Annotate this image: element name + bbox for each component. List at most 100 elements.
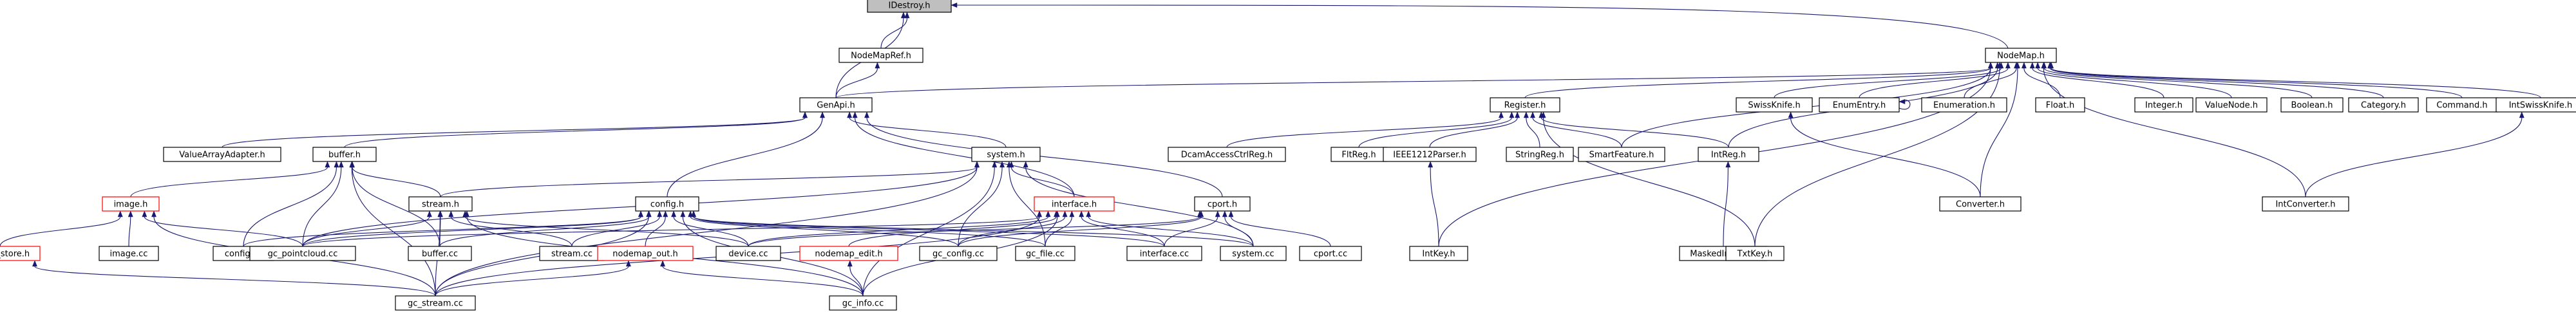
edge-arrowhead <box>2029 62 2035 69</box>
edge-line <box>956 5 2009 49</box>
edge-arrowhead <box>847 260 853 267</box>
edge-line <box>464 216 749 247</box>
node-label: ValueNode.h <box>2205 101 2258 111</box>
edge-arrowhead <box>1037 210 1042 217</box>
node-box <box>1578 147 1665 162</box>
edge-line <box>144 216 303 247</box>
edge-arrowhead <box>1530 111 1535 118</box>
file-node-intkey[interactable]: IntKey.h <box>1409 246 1468 261</box>
file-node-genapi[interactable]: GenApi.h <box>799 97 873 113</box>
dependency-edge <box>128 210 133 247</box>
file-node-interface-h[interactable]: interface.h <box>1034 196 1115 212</box>
dependency-edge <box>1723 161 1731 247</box>
file-node-gc-config[interactable]: gc_config.cc <box>919 246 998 261</box>
dependency-edge <box>1164 210 1220 247</box>
dependency-edge <box>671 210 749 247</box>
edge-arrowhead <box>864 111 869 118</box>
file-node-nodemap-edit[interactable]: nodemap_edit.h <box>799 246 898 261</box>
node-box <box>1383 147 1477 162</box>
file-node-dcamaccessctrlreg[interactable]: DcamAccessCtrlReg.h <box>1168 147 1286 162</box>
node-label: Converter.h <box>1956 200 2005 210</box>
edge-arrowhead <box>688 210 694 217</box>
file-node-cport-h[interactable]: cport.h <box>1194 196 1251 212</box>
node-box <box>0 246 41 261</box>
dependency-edge <box>448 210 573 247</box>
node-label: Register.h <box>1504 101 1546 111</box>
edge-arrowhead <box>1228 210 1234 217</box>
node-box <box>829 295 897 311</box>
node-label: Integer.h <box>2145 101 2183 111</box>
node-label: Category.h <box>2361 101 2406 111</box>
node-box <box>2280 97 2344 113</box>
file-node-valuenode-h[interactable]: ValueNode.h <box>2195 97 2268 113</box>
edge-arrowhead <box>1198 210 1204 217</box>
file-node-buffer-cc[interactable]: buffer.cc <box>408 246 472 261</box>
node-label: Float.h <box>2046 101 2074 111</box>
file-node-enumentry-h[interactable]: EnumEntry.h <box>1819 97 1900 113</box>
file-node-stream-cc[interactable]: stream.cc <box>539 246 605 261</box>
file-node-stringreg[interactable]: StringReg.h <box>1506 147 1574 162</box>
edge-line <box>849 117 1007 148</box>
file-node-cport-cc[interactable]: cport.cc <box>1299 246 1362 261</box>
file-node-enumeration-h[interactable]: Enumeration.h <box>1921 97 2007 113</box>
file-node-image-cc[interactable]: image.cc <box>99 246 159 261</box>
dependency-edge <box>130 161 330 197</box>
dependency-edge <box>2041 62 2306 197</box>
edge-arrowhead <box>2014 62 2020 69</box>
edge-line <box>1524 68 1991 98</box>
file-node-system-cc[interactable]: system.cc <box>1220 246 1287 261</box>
node-box <box>635 196 699 212</box>
file-node-smartfeature[interactable]: SmartFeature.h <box>1578 147 1665 162</box>
dependency-edge <box>435 260 631 297</box>
file-node-txtkey[interactable]: TxtKey.h <box>1725 246 1785 261</box>
node-box <box>1490 97 1560 113</box>
file-node-nodemapref[interactable]: NodeMapRef.h <box>838 48 923 63</box>
edge-line <box>302 216 1040 247</box>
file-node-image-h[interactable]: image.h <box>102 196 160 212</box>
edge-line <box>2043 68 2313 98</box>
file-node-intreg[interactable]: IntReg.h <box>1698 147 1759 162</box>
edge-line <box>302 216 641 247</box>
file-node-nodemap-out[interactable]: nodemap_out.h <box>597 246 694 261</box>
node-label: device.cc <box>728 250 768 259</box>
file-node-integer-h[interactable]: Integer.h <box>2134 97 2193 113</box>
edge-arrowhead <box>638 210 643 217</box>
file-node-system-h[interactable]: system.h <box>971 147 1041 162</box>
dependency-edge <box>951 3 2009 49</box>
edge-arrowhead <box>904 12 910 19</box>
file-node-intconverter[interactable]: IntConverter.h <box>2262 196 2349 212</box>
dependency-edge <box>880 12 910 49</box>
file-node-converter[interactable]: Converter.h <box>1939 196 2022 212</box>
file-node-gc-info[interactable]: gc_info.cc <box>829 295 897 311</box>
file-node-intswissknife-h[interactable]: IntSwissKnife.h <box>2496 97 2576 113</box>
file-node-config-h[interactable]: config.h <box>635 196 699 212</box>
edge-line <box>1790 117 1981 197</box>
file-node-device-cc[interactable]: device.cc <box>715 246 781 261</box>
node-box <box>1409 246 1468 261</box>
file-node-interface-cc[interactable]: interface.cc <box>1126 246 1202 261</box>
edge-line <box>958 167 1003 247</box>
file-node-category-h[interactable]: Category.h <box>2348 97 2419 113</box>
file-node-gc-pointcloud[interactable]: gc_pointcloud.cc <box>249 246 356 261</box>
file-node-stream-h[interactable]: stream.h <box>408 196 473 212</box>
file-node-swissknife-h[interactable]: SwissKnife.h <box>1736 97 1813 113</box>
file-node-valuearrayadapter[interactable]: ValueArrayAdapter.h <box>163 147 281 162</box>
file-node-boolean-h[interactable]: Boolean.h <box>2280 97 2344 113</box>
edge-arrowhead <box>1988 62 1993 69</box>
node-label: buffer.cc <box>422 250 458 259</box>
dependency-edge <box>1226 111 1504 148</box>
file-node-idestroy[interactable]: IDestroy.h <box>867 0 952 13</box>
file-node-gc-stream[interactable]: gc_stream.cc <box>395 295 476 311</box>
edge-arrowhead <box>951 3 958 8</box>
file-node-fltreg[interactable]: FltReg.h <box>1331 147 1387 162</box>
file-node-buffer-h[interactable]: buffer.h <box>312 147 377 162</box>
file-node-ieee1212parser[interactable]: IEEE1212Parser.h <box>1383 147 1477 162</box>
file-node-command-h[interactable]: Command.h <box>2426 97 2498 113</box>
file-node-register-h[interactable]: Register.h <box>1490 97 1560 113</box>
node-box <box>1034 196 1115 212</box>
node-box <box>408 246 472 261</box>
file-node-gc-file[interactable]: gc_file.cc <box>1015 246 1075 261</box>
file-node-float-h[interactable]: Float.h <box>2035 97 2085 113</box>
file-node-image-store[interactable]: image_store.h <box>0 246 41 261</box>
file-node-nodemap[interactable]: NodeMap.h <box>1985 48 2057 63</box>
